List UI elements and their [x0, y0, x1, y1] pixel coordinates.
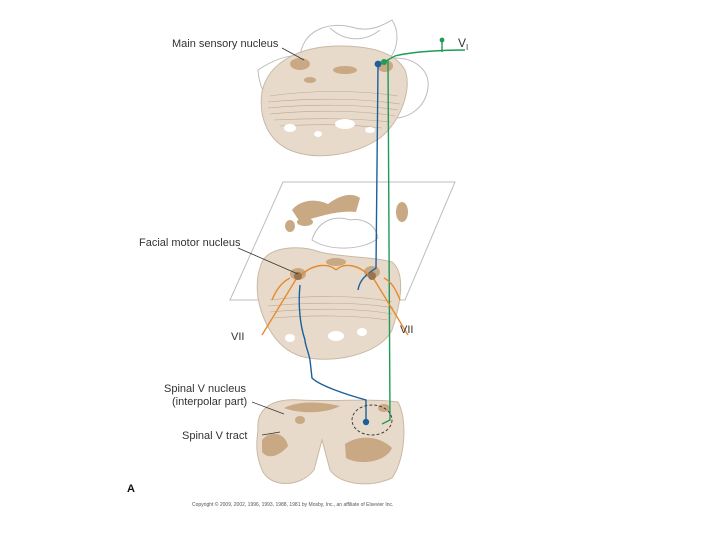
sensory-afferent-pathway	[381, 37, 466, 425]
spinal-v-tract-label: Spinal V tract	[182, 430, 248, 442]
pons-section	[257, 19, 429, 157]
vii-right-label: VII	[400, 324, 414, 336]
interneuron-pathway	[298, 60, 382, 426]
v1-subscript: I	[466, 43, 469, 52]
facial-motor-nucleus-label: Facial motor nucleus	[139, 237, 241, 249]
spinal-v-nucleus-outline	[351, 404, 393, 436]
v1-nerve-label: VI	[458, 36, 469, 52]
spinal-v-nucleus-label: Spinal V nucleus	[164, 383, 246, 395]
main-sensory-nucleus-label: Main sensory nucleus	[172, 38, 279, 50]
vii-left-label: VII	[231, 331, 245, 343]
copyright-notice: Copyright © 2009, 2002, 1996, 1993, 1988…	[192, 502, 394, 508]
facial-motor-pathway	[261, 264, 409, 336]
panel-letter: A	[127, 483, 135, 495]
leader-lines	[237, 47, 305, 436]
facial-nucleus-right	[368, 272, 376, 280]
spinal-v-nucleus-sublabel: (interpolar part)	[172, 396, 248, 408]
facial-nucleus-left	[294, 272, 302, 280]
v1-main: V	[458, 36, 467, 50]
